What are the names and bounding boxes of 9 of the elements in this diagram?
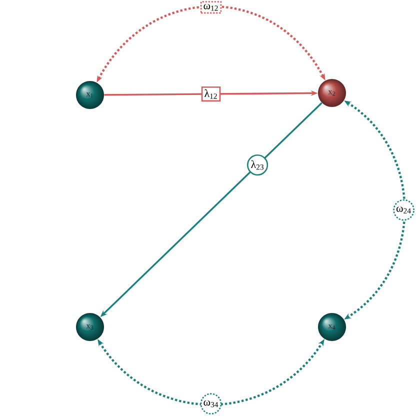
sphere: x$_{3}$ (76, 313, 104, 341)
edge-label: ω$_{34}$ (200, 393, 222, 414)
edge-label: ω$_{12}$ (200, 1, 222, 14)
sphere: x$_{4}$ (318, 313, 346, 341)
edge-label: ω$_{24}$ (393, 199, 414, 221)
edge-label: λ$_{12}$ (201, 86, 221, 102)
sphere: x$_{2}$ (318, 79, 346, 107)
sphere: x$_{1}$ (76, 81, 104, 109)
edge-label: λ$_{23}$ (246, 154, 268, 176)
